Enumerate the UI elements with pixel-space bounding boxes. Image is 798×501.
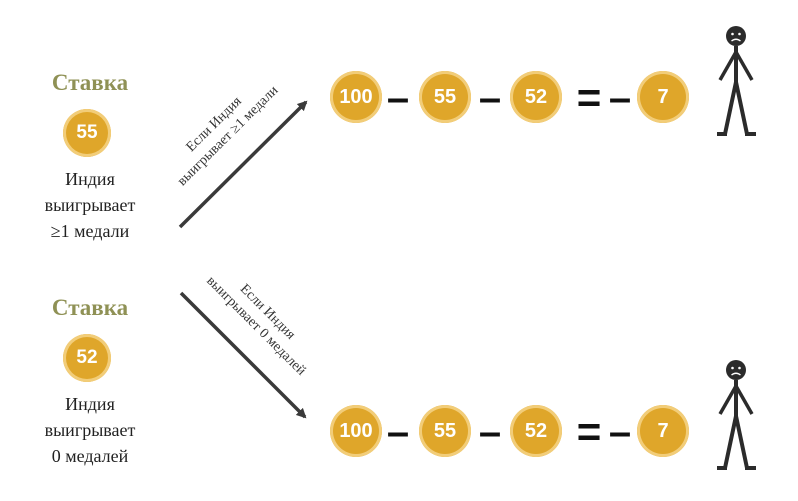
outcome-2-equals: = [576,408,602,455]
arrow-down: Если Индия выигрывает 0 медалей [179,261,321,419]
outcome-1-equals: = [576,74,602,121]
bet-1-condition-line-1: Индия [65,169,115,189]
bet-1-condition: Индия выигрывает ≥1 медали [15,166,165,244]
sad-person-icon [717,26,756,136]
arrow-up-label: Если Индия выигрывает ≥1 медали [162,70,282,189]
outcome-2-term-1-coin: 100 [330,405,382,457]
outcome-1-minus-1: – [386,76,410,120]
bet-1-condition-line-2: выигрывает [44,195,136,215]
outcome-1-minus-2: – [478,76,502,120]
arrow-up: Если Индия выигрывает ≥1 медали [162,70,308,229]
outcome-1-result-coin: 7 [637,71,689,123]
bet-1-title: Ставка [51,70,129,95]
bet-1-condition-line-3: ≥1 медали [50,221,130,241]
outcome-2-negative-sign: – [608,410,632,454]
sad-person-icon [717,360,756,470]
bet-2-condition-line-1: Индия [65,394,115,414]
bet-1-stake-coin: 55 [63,109,111,157]
bet-2-condition-line-3: 0 медалей [51,446,129,466]
outcome-2-result-coin: 7 [637,405,689,457]
outcome-2-minus-2: – [478,410,502,454]
outcome-1-term-2-coin: 55 [419,71,471,123]
outcome-1-negative-sign: – [608,76,632,120]
outcome-1-term-3-coin: 52 [510,71,562,123]
outcome-2-minus-1: – [386,410,410,454]
arrow-down-label: Если Индия выигрывает 0 медалей [203,261,321,379]
bet-2-stake-coin: 52 [63,334,111,382]
outcome-2-term-2-coin: 55 [419,405,471,457]
bet-2-condition-line-2: выигрывает [44,420,136,440]
bet-2-title: Ставка [51,295,129,320]
outcome-2-term-3-coin: 52 [510,405,562,457]
outcome-1-term-1-coin: 100 [330,71,382,123]
bet-2-condition: Индия выигрывает 0 медалей [15,391,165,469]
